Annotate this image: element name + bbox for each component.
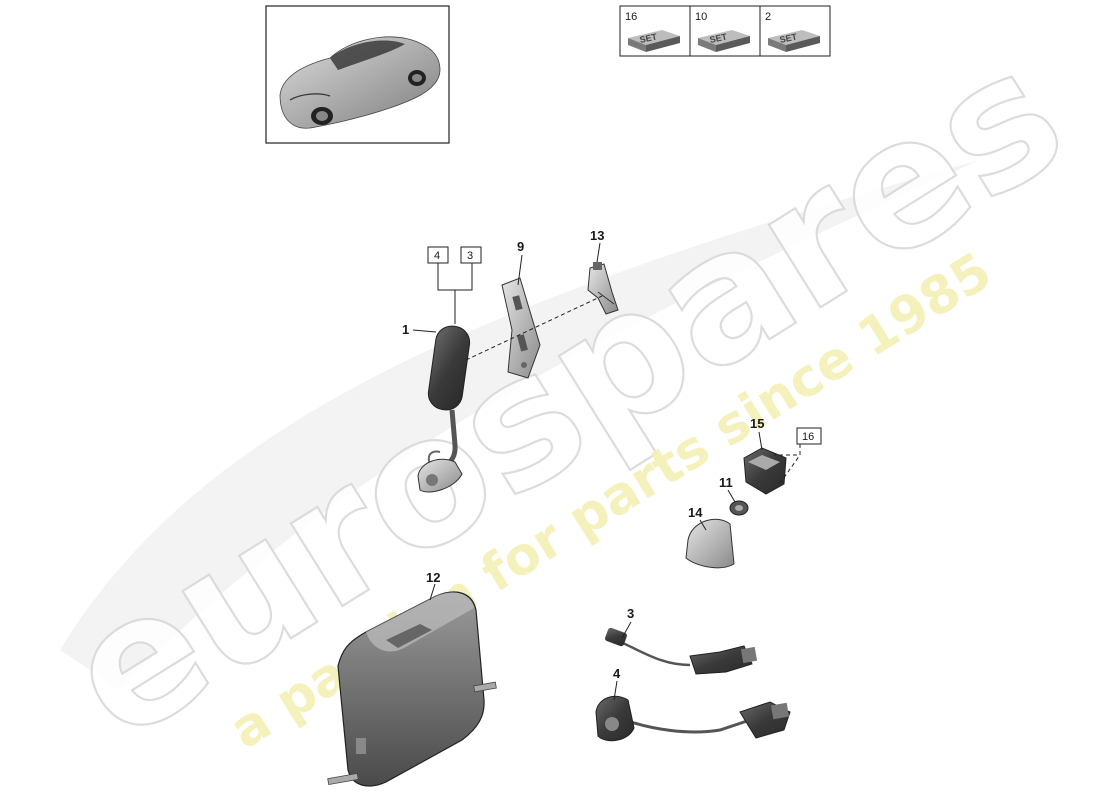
set-kit-10[interactable]: 10 SET: [689, 5, 761, 57]
part-12-storage-case[interactable]: [327, 591, 497, 787]
set-box-icon: SET: [698, 30, 750, 52]
car-icon: [279, 36, 441, 129]
callout-13[interactable]: 13: [590, 228, 604, 243]
svg-text:SET: SET: [779, 31, 799, 45]
part-4-adapter-cable[interactable]: [595, 696, 791, 742]
set-kit-2[interactable]: 2 SET: [759, 5, 831, 57]
part-3-adapter-cable[interactable]: [604, 627, 758, 675]
svg-text:SET: SET: [709, 31, 729, 45]
set-kit-16[interactable]: 16 SET: [619, 5, 691, 57]
charger-control-box: [427, 325, 471, 411]
set-box-icon: SET: [628, 30, 680, 52]
callout-9[interactable]: 9: [517, 239, 524, 254]
boxed-ref-3[interactable]: 3: [460, 246, 482, 264]
callout-12[interactable]: 12: [426, 570, 440, 585]
svg-text:SET: SET: [639, 31, 659, 45]
part-13-bracket[interactable]: [587, 262, 619, 315]
set-kit-qty: 16: [625, 11, 637, 23]
watermark: eurospares a passion for parts since 198…: [31, 8, 1097, 782]
set-kit-qty: 10: [695, 11, 707, 23]
callout-14[interactable]: 14: [688, 505, 703, 520]
boxed-references: 4 3 16: [427, 246, 822, 445]
leader-lines: [412, 242, 801, 701]
svg-text:3: 3: [467, 250, 473, 262]
callout-labels: 1 9 13 15 11 14 12 3 4: [402, 228, 764, 681]
callout-4[interactable]: 4: [613, 666, 621, 681]
part-14-cover-cap[interactable]: [685, 518, 735, 569]
part-1-charging-unit[interactable]: [417, 324, 472, 493]
svg-text:4: 4: [434, 250, 440, 262]
part-9-wall-holder[interactable]: [501, 277, 541, 379]
callout-15[interactable]: 15: [750, 416, 764, 431]
callout-1[interactable]: 1: [402, 322, 409, 337]
callout-3[interactable]: 3: [627, 606, 634, 621]
vehicle-thumbnail[interactable]: [265, 5, 450, 144]
part-11-seal-ring[interactable]: [729, 500, 749, 516]
watermark-brand: eurospares: [33, 9, 1097, 781]
boxed-ref-4[interactable]: 4: [427, 246, 449, 264]
set-box-icon: SET: [768, 30, 820, 52]
set-kit-qty: 2: [765, 11, 771, 23]
boxed-ref-16[interactable]: 16: [796, 427, 822, 445]
callout-11[interactable]: 11: [719, 475, 733, 490]
set-kit-table: 16 SET 10 SET 2: [619, 5, 831, 57]
charger-plug: [417, 458, 463, 493]
watermark-swoosh: [60, 160, 980, 690]
svg-text:16: 16: [802, 431, 814, 443]
